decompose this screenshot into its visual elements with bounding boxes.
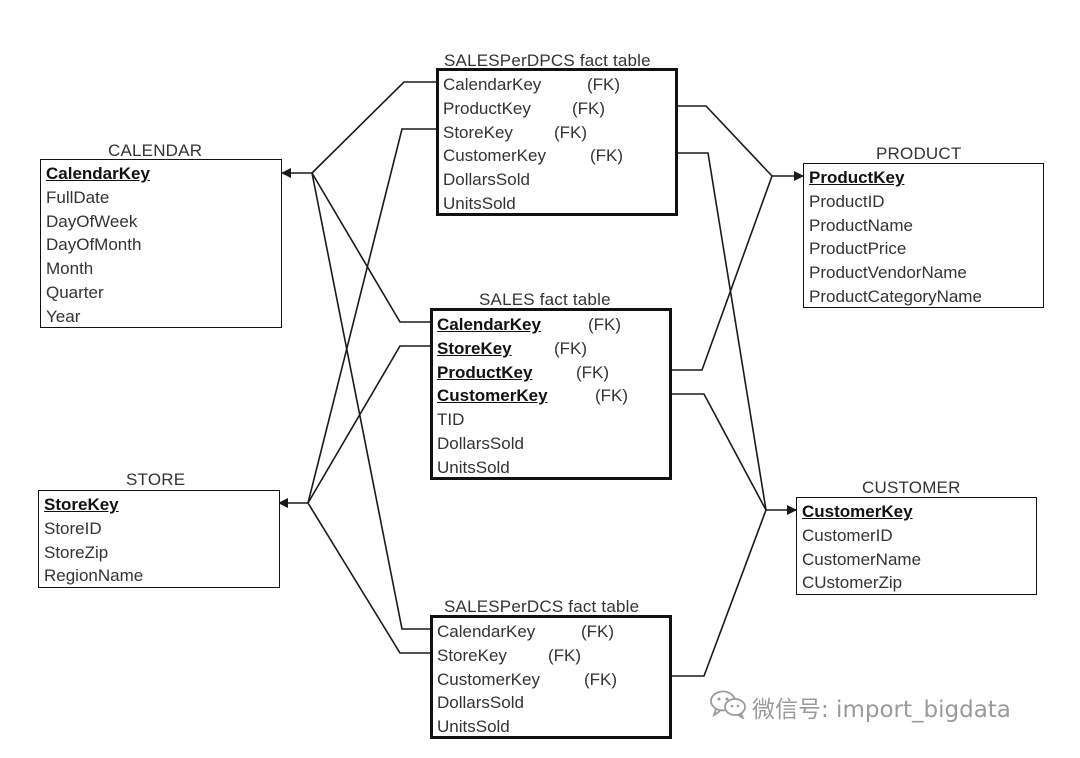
- sales-row-productkey: ProductKey (FK): [437, 361, 669, 385]
- salesperdpcs-row-calendarkey: CalendarKey (FK): [443, 73, 675, 97]
- calendar-attr-quarter: Quarter: [46, 282, 104, 302]
- product-attr-productprice: ProductPrice: [809, 239, 907, 259]
- customer-pk: CustomerKey: [802, 502, 913, 521]
- salesperdpcs-title: SALESPerDPCS fact table: [444, 51, 651, 70]
- store-to-salesperdcs-line: [307, 502, 432, 654]
- customer-attr-customerzip: CUstomerZip: [802, 573, 903, 593]
- store-pk: StoreKey: [44, 495, 119, 514]
- sales-field-unitssold: UnitsSold: [437, 457, 510, 477]
- sales-row-dollarssold: DollarsSold: [437, 432, 669, 456]
- calendar-to-salesperdcs-line: [311, 172, 432, 630]
- salesperdcs-row-storekey: StoreKey (FK): [437, 644, 669, 668]
- salesperdpcs-field-customerkey: CustomerKey: [443, 146, 546, 166]
- calendar-box: CalendarKey FullDate DayOfWeek DayOfMont…: [40, 159, 282, 328]
- fk-marker: (FK): [590, 146, 624, 166]
- sales-row-calendarkey: CalendarKey (FK): [437, 313, 669, 337]
- calendar-to-salesperdpcs-line: [311, 81, 437, 174]
- product-box: ProductKey ProductID ProductName Product…: [803, 163, 1044, 308]
- store-attr-regionname: RegionName: [44, 566, 144, 586]
- salesperdpcs-row-storekey: StoreKey (FK): [443, 121, 675, 145]
- watermark: 微信号: import_bigdata: [708, 690, 1011, 724]
- sales-title: SALES fact table: [479, 290, 611, 309]
- salesperdpcs-row-customerkey: CustomerKey (FK): [443, 144, 675, 168]
- salesperdpcs-row-dollarssold: DollarsSold: [443, 168, 675, 192]
- product-to-salesperdpcs-line: [678, 105, 773, 177]
- fk-marker: (FK): [548, 645, 582, 665]
- store-title: STORE: [126, 470, 186, 489]
- customer-to-sales-line: [672, 393, 767, 511]
- salesperdpcs-row-productkey: ProductKey (FK): [443, 97, 675, 121]
- product-title: PRODUCT: [876, 144, 962, 163]
- salesperdcs-field-storekey: StoreKey: [437, 645, 507, 665]
- fk-marker: (FK): [554, 122, 588, 142]
- calendar-attr-dayofmonth: DayOfMonth: [46, 235, 142, 255]
- fk-marker: (FK): [576, 362, 610, 382]
- sales-row-customerkey: CustomerKey (FK): [437, 384, 669, 408]
- store-attr-storeid: StoreID: [44, 518, 102, 538]
- calendar-title: CALENDAR: [108, 141, 203, 160]
- salesperdcs-field-customerkey: CustomerKey: [437, 669, 540, 689]
- salesperdpcs-field-productkey: ProductKey: [443, 98, 531, 118]
- customer-to-salesperdpcs-line: [678, 152, 767, 511]
- sales-box: CalendarKey (FK) StoreKey (FK) ProductKe…: [430, 308, 672, 480]
- product-attr-productname: ProductName: [809, 215, 913, 235]
- salesperdcs-field-calendarkey: CalendarKey: [437, 622, 536, 641]
- sales-field-dollarssold: DollarsSold: [437, 433, 524, 453]
- store-attr-storezip: StoreZip: [44, 542, 109, 562]
- wechat-icon: [708, 689, 752, 725]
- calendar-pk: CalendarKey: [46, 164, 150, 183]
- salesperdpcs-field-dollarssold: DollarsSold: [443, 170, 530, 190]
- salesperdcs-row-calendarkey: CalendarKey (FK): [437, 620, 669, 644]
- product-to-sales-line: [672, 175, 773, 371]
- salesperdcs-box: CalendarKey (FK) StoreKey (FK) CustomerK…: [430, 615, 672, 739]
- store-to-sales-line: [307, 345, 432, 504]
- sales-field-productkey: ProductKey: [437, 362, 533, 382]
- product-attr-productvendorname: ProductVendorName: [809, 263, 967, 283]
- sales-field-calendarkey: CalendarKey: [437, 315, 541, 334]
- salesperdcs-field-unitssold: UnitsSold: [437, 717, 510, 737]
- calendar-attr-fulldate: FullDate: [46, 187, 110, 207]
- customer-title: CUSTOMER: [862, 478, 961, 497]
- salesperdpcs-field-unitssold: UnitsSold: [443, 193, 516, 213]
- fk-marker: (FK): [587, 75, 621, 94]
- calendar-to-sales-line: [311, 172, 432, 323]
- salesperdpcs-box: CalendarKey (FK) ProductKey (FK) StoreKe…: [436, 68, 678, 216]
- salesperdcs-title: SALESPerDCS fact table: [444, 597, 640, 616]
- customer-attr-customerid: CustomerID: [802, 525, 893, 545]
- product-attr-productid: ProductID: [809, 191, 885, 211]
- calendar-attr-month: Month: [46, 259, 94, 279]
- sales-row-tid: TID: [437, 408, 669, 432]
- salesperdcs-field-dollarssold: DollarsSold: [437, 693, 524, 713]
- salesperdpcs-field-storekey: StoreKey: [443, 122, 513, 142]
- salesperdpcs-field-calendarkey: CalendarKey: [443, 75, 542, 94]
- customer-to-salesperdcs-line: [672, 509, 767, 677]
- fk-marker: (FK): [588, 315, 622, 334]
- sales-field-customerkey: CustomerKey: [437, 386, 548, 406]
- calendar-attr-year: Year: [46, 306, 81, 326]
- salesperdpcs-row-unitssold: UnitsSold: [443, 192, 675, 216]
- fk-marker: (FK): [554, 338, 588, 358]
- fk-marker: (FK): [584, 669, 618, 689]
- sales-row-storekey: StoreKey (FK): [437, 337, 669, 361]
- store-to-salesperdpcs-line: [307, 128, 437, 504]
- salesperdcs-row-customerkey: CustomerKey (FK): [437, 668, 669, 692]
- fk-marker: (FK): [572, 98, 606, 118]
- watermark-text: 微信号: import_bigdata: [752, 697, 1011, 723]
- fk-marker: (FK): [595, 386, 629, 406]
- product-attr-productcategoryname: ProductCategoryName: [809, 286, 982, 306]
- product-pk: ProductKey: [809, 168, 905, 187]
- salesperdcs-row-dollarssold: DollarsSold: [437, 691, 669, 715]
- calendar-attr-dayofweek: DayOfWeek: [46, 211, 138, 231]
- customer-attr-customername: CustomerName: [802, 549, 922, 569]
- salesperdcs-row-unitssold: UnitsSold: [437, 715, 669, 739]
- sales-field-tid: TID: [437, 410, 465, 430]
- sales-field-storekey: StoreKey: [437, 338, 512, 358]
- customer-box: CustomerKey CustomerID CustomerName CUst…: [796, 497, 1037, 595]
- sales-row-unitssold: UnitsSold: [437, 456, 669, 480]
- store-box: StoreKey StoreID StoreZip RegionName: [38, 490, 280, 588]
- fk-marker: (FK): [581, 622, 615, 641]
